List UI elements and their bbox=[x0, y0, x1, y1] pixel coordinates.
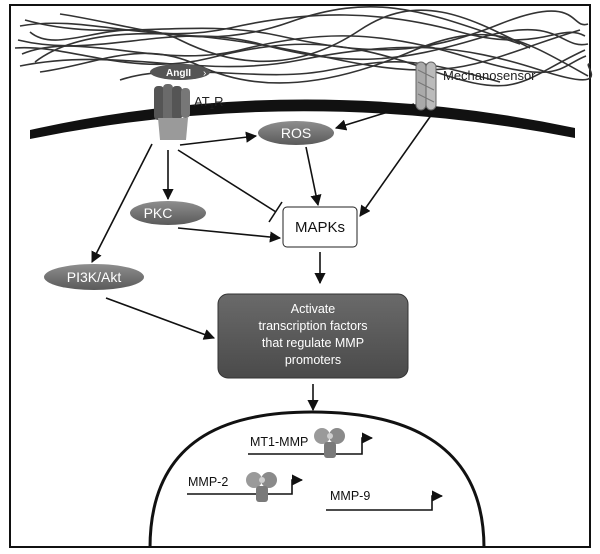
arrow-pi3k-to-tf bbox=[105, 297, 216, 340]
gene-line-mmp-9 bbox=[326, 490, 444, 511]
pi3k-akt-node bbox=[44, 264, 144, 290]
tf-line-3: that regulate MMP bbox=[262, 336, 364, 350]
at1r-label: AT1R bbox=[194, 94, 224, 111]
ros-label: ROS bbox=[281, 125, 311, 141]
arrow-ros-to-mapks bbox=[305, 146, 322, 207]
gene-label-mmp-9: MMP-9 bbox=[330, 489, 370, 503]
arrow-pkc-to-mapks bbox=[177, 227, 282, 243]
gene-label-mmp-2: MMP-2 bbox=[188, 475, 228, 489]
mapks-node bbox=[282, 206, 358, 248]
inhibit-at1r-to-mapks bbox=[177, 149, 277, 213]
polymerase-icon-mmp-2 bbox=[246, 472, 277, 502]
tf-line-4: promoters bbox=[285, 353, 341, 367]
mechanosensor-label: Mechanosensor bbox=[443, 68, 536, 83]
arrow-mechanosensor-to-mapks bbox=[359, 113, 433, 217]
gene-line-mt1-mmp bbox=[248, 432, 374, 455]
pi3k-akt-label: PI3K/Akt bbox=[67, 269, 122, 285]
angii-label: AngII bbox=[166, 68, 191, 79]
arrow-at1r-to-pi3k bbox=[91, 143, 153, 263]
mapks-label: MAPKs bbox=[295, 219, 345, 236]
tf-line-2: transcription factors bbox=[258, 319, 367, 333]
extracellular-matrix-fibers bbox=[14, 6, 593, 87]
transcription-factor-box bbox=[217, 293, 409, 379]
tf-line-1: Activate bbox=[291, 302, 336, 316]
pathway-arrows bbox=[91, 103, 433, 412]
inhibit-bar bbox=[268, 201, 283, 223]
ros-node bbox=[258, 121, 334, 145]
nucleus-envelope bbox=[148, 410, 486, 549]
gene-line-mmp-2 bbox=[187, 474, 304, 495]
gene-label-mt1-mmp: MT1-MMP bbox=[250, 435, 308, 449]
angii-arrow-glyph: › bbox=[203, 68, 206, 79]
polymerase-icon-mt1-mmp bbox=[314, 428, 345, 458]
arrow-at1r-to-ros bbox=[179, 131, 258, 146]
pkc-node bbox=[130, 201, 206, 225]
at1-receptor-icon bbox=[154, 84, 190, 140]
angii-ligand-oval bbox=[150, 64, 210, 80]
arrow-mechanosensor-to-ros bbox=[334, 103, 415, 131]
pkc-label: PKC bbox=[144, 205, 173, 221]
figure-frame bbox=[9, 4, 591, 548]
mechanosensor-icon bbox=[415, 61, 437, 111]
